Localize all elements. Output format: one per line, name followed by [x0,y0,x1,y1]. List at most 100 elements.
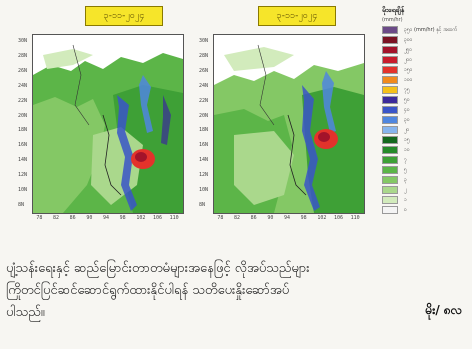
legend-item: ၂၀၀ [382,56,472,65]
legend-item: ၁၀ [382,146,472,155]
legend-item: ၃၀ [382,116,472,125]
legend-swatch [382,106,398,114]
y-tick-label: 28N [18,53,28,60]
caption-line-1: ပျံ့သန်းရေးနှင့် ဆည်မြောင်းတာတမံများအနေဖ… [6,261,310,276]
legend-swatch [382,56,398,64]
x-tick-label: 90 [267,215,274,221]
legend-label: ၂၅၀ [404,47,413,53]
map-2-title: ၃-၁၁-၂၀၂၄ [258,6,336,26]
y-tick-label: 14N [18,157,28,164]
y-tick-label: 24N [18,82,28,89]
legend-swatch [382,36,398,44]
rainfall-map-1-graphic [33,35,183,213]
y-tick-label: 12N [18,171,28,178]
legend-swatch [382,136,398,144]
y-tick-label: 22N [199,97,209,104]
legend-label: ၂၀၀ [404,57,413,63]
rainfall-map-2 [213,34,365,214]
y-tick-label: 20N [199,112,209,119]
legend-label: ၁၀၀ [404,77,413,83]
legend-swatch [382,166,398,174]
legend-swatch [382,76,398,84]
legend-swatch [382,96,398,104]
x-tick-label: 94 [284,215,291,221]
weather-forecast-figure: ၃-၁၁-၂၀၂၄ ၃-၁၁-၂၀၂၄ [18,6,472,221]
legend-item: ၂၅၀ [382,46,472,55]
legend-item: ၇ [382,156,472,165]
y-tick-label: 8N [199,201,206,208]
legend-item: ၅ [382,166,472,175]
legend-item: ၇၅ [382,86,472,95]
legend-label: ၁၅၀ [404,67,413,73]
x-tick-label: 110 [350,215,360,221]
legend-item: ၃ [382,176,472,185]
x-tick-label: 106 [153,215,163,221]
legend-item: ၁ [382,196,472,205]
y-tick-label: 20N [18,112,28,119]
x-tick-label: 78 [36,215,43,221]
x-tick-label: 106 [334,215,344,221]
legend-items: ၃၅၀ (mm/hr) နှင့် အထက်၃၀၀၂၅၀၂၀၀၁၅၀၁၀၀၇၅၅… [382,26,472,216]
rainfall-legend: မိုးရေချိန် (mm/hr) ၃၅၀ (mm/hr) နှင့် အထ… [382,6,472,216]
legend-swatch [382,126,398,134]
legend-swatch [382,156,398,164]
rainfall-map-2-graphic [214,35,364,213]
legend-swatch [382,26,398,34]
x-tick-label: 102 [317,215,327,221]
legend-swatch [382,146,398,154]
legend-swatch [382,86,398,94]
x-tick-label: 86 [250,215,257,221]
legend-item: ၂ [382,186,472,195]
y-tick-label: 22N [18,97,28,104]
y-tick-label: 14N [199,157,209,164]
legend-label: ၄၀ [404,107,410,113]
caption-line-3: ပါသည်။ [6,305,45,320]
legend-label: ၂ [404,187,407,193]
y-tick-label: 8N [18,201,25,208]
y-tick-label: 28N [199,53,209,60]
legend-label: ၀ [404,207,407,213]
legend-label: ၅၀ [404,97,410,103]
y-tick-label: 30N [199,38,209,45]
legend-item: ၁၅ [382,136,472,145]
y-tick-label: 26N [18,68,28,75]
legend-label: ၁၀ [404,147,410,153]
legend-item: ၅၀ [382,96,472,105]
x-tick-label: 86 [69,215,76,221]
x-tick-label: 82 [234,215,241,221]
x-tick-label: 98 [119,215,126,221]
y-tick-label: 18N [18,127,28,134]
legend-item: ၃၀၀ [382,36,472,45]
y-tick-label: 24N [199,82,209,89]
legend-swatch [382,46,398,54]
legend-label: ၁ [404,197,407,203]
author-credit: မိုး/ ၈လ [425,303,462,317]
legend-label: ၂၀ [404,127,410,133]
y-tick-label: 30N [18,38,28,45]
legend-swatch [382,186,398,194]
legend-label: ၅ [404,167,407,173]
legend-item: ၄၀ [382,106,472,115]
rainfall-map-1 [32,34,184,214]
legend-item: ၃၅၀ (mm/hr) နှင့် အထက် [382,26,472,35]
y-tick-label: 10N [18,186,28,193]
legend-label: ၃၀ [404,117,410,123]
map-1-title: ၃-၁၁-၂၀၂၄ [85,6,163,26]
legend-item: ၀ [382,206,472,215]
x-tick-label: 90 [86,215,93,221]
legend-item: ၁၀၀ [382,76,472,85]
x-tick-label: 78 [217,215,224,221]
legend-label: ၃ [404,177,407,183]
legend-swatch [382,116,398,124]
legend-label: ၃၅၀ (mm/hr) နှင့် အထက် [404,27,458,33]
legend-label: ၇ [404,157,407,163]
legend-item: ၂၀ [382,126,472,135]
legend-title: မိုးရေချိန် [382,6,405,14]
y-tick-label: 10N [199,186,209,193]
y-tick-label: 26N [199,68,209,75]
y-tick-label: 16N [199,142,209,149]
legend-label: ၁၅ [404,137,410,143]
legend-label: ၇၅ [404,87,410,93]
y-tick-label: 12N [199,171,209,178]
forecast-caption: ပျံ့သန်းရေးနှင့် ဆည်မြောင်းတာတမံများအနေဖ… [6,258,466,324]
